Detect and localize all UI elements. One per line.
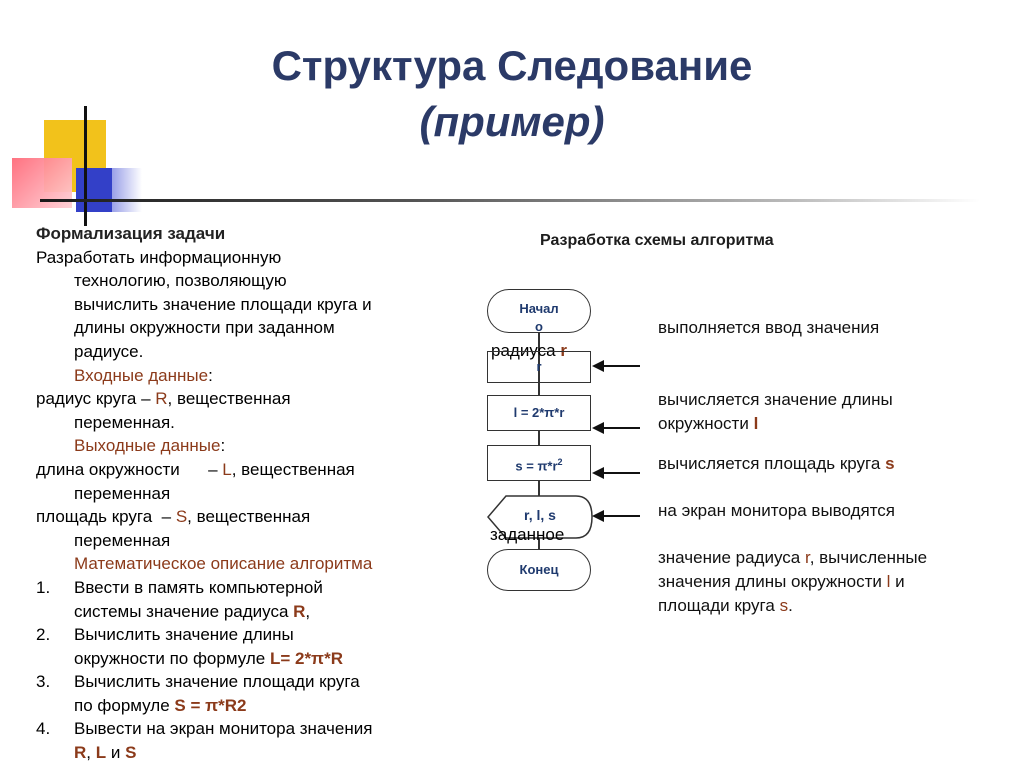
header-divider bbox=[40, 199, 980, 202]
decor-vertical-line bbox=[84, 106, 87, 226]
decor-blue-square bbox=[76, 168, 112, 212]
flow-end-terminator: Конец bbox=[487, 549, 591, 591]
input-var-line: радиус круга – R, вещественная bbox=[36, 389, 291, 409]
step-item: окружности по формуле L= 2*π*R bbox=[74, 648, 343, 668]
flowchart-heading: Разработка схемы алгоритма bbox=[540, 232, 774, 249]
note-output: на экран монитора выводятся bbox=[658, 501, 896, 520]
input-var-line: переменная. bbox=[74, 412, 175, 432]
task-line: вычислить значение площади круга и bbox=[74, 294, 372, 314]
input-data-label: Входные данные: bbox=[74, 365, 213, 385]
page-subtitle: (пример) bbox=[419, 98, 605, 145]
note-input: выполняется ввод значения bbox=[658, 318, 880, 337]
flow-calc-area-block: s = π*r2 bbox=[487, 445, 591, 481]
flow-calc-length-block: l = 2*π*r bbox=[487, 395, 591, 431]
step-item: 1.Ввести в память компьютерной bbox=[36, 577, 323, 597]
task-line: радиусе. bbox=[74, 341, 144, 361]
step-item: по формуле S = π*R2 bbox=[74, 695, 247, 715]
step-item: системы значение радиуса R, bbox=[74, 601, 311, 621]
output-data-label: Выходные данные: bbox=[74, 436, 226, 456]
arrow-icon bbox=[592, 360, 640, 372]
formalization-heading: Формализация задачи bbox=[36, 224, 226, 243]
task-line: Разработать информационную bbox=[36, 247, 282, 267]
flow-start-terminator: Начал о bbox=[487, 289, 591, 334]
step-item: 4.Вывести на экран монитора значения bbox=[36, 719, 373, 739]
output-var-line: переменная bbox=[74, 530, 171, 550]
formalization-section: Формализация задачи Разработать информац… bbox=[36, 222, 456, 765]
step-item: 3.Вычислить значение площади круга bbox=[36, 672, 360, 692]
page-title: Структура Следование bbox=[271, 42, 753, 89]
flow-connector bbox=[538, 290, 540, 588]
note-output-values: значение радиуса r, вычисленные значения… bbox=[658, 548, 928, 615]
output-var-line: длина окружности – L, вещественная bbox=[36, 459, 355, 479]
note-area: вычисляется площадь круга s bbox=[658, 454, 895, 473]
output-var-line: площадь круга – S, вещественная bbox=[36, 507, 311, 527]
output-var-line: переменная bbox=[74, 483, 171, 503]
task-line: длины окружности при заданном bbox=[74, 318, 335, 338]
note-length: вычисляется значение длины окружности l bbox=[658, 390, 893, 433]
flow-output-display-shape bbox=[487, 495, 593, 539]
flow-output-label: r, l, s bbox=[524, 507, 556, 523]
arrow-icon bbox=[592, 422, 640, 434]
step-item: R, L и S bbox=[74, 743, 137, 763]
arrow-icon bbox=[592, 510, 640, 522]
input-overflow-text: радиуса r bbox=[491, 341, 567, 360]
arrow-icon bbox=[592, 467, 640, 479]
decor-blue-gradient bbox=[112, 168, 142, 212]
output-overflow-text: заданное bbox=[490, 525, 565, 544]
flow-input-block: r bbox=[487, 351, 591, 383]
math-description-label: Математическое описание алгоритма bbox=[74, 554, 373, 574]
step-item: 2.Вычислить значение длины bbox=[36, 625, 294, 645]
task-line: технологию, позволяющую bbox=[74, 271, 287, 291]
